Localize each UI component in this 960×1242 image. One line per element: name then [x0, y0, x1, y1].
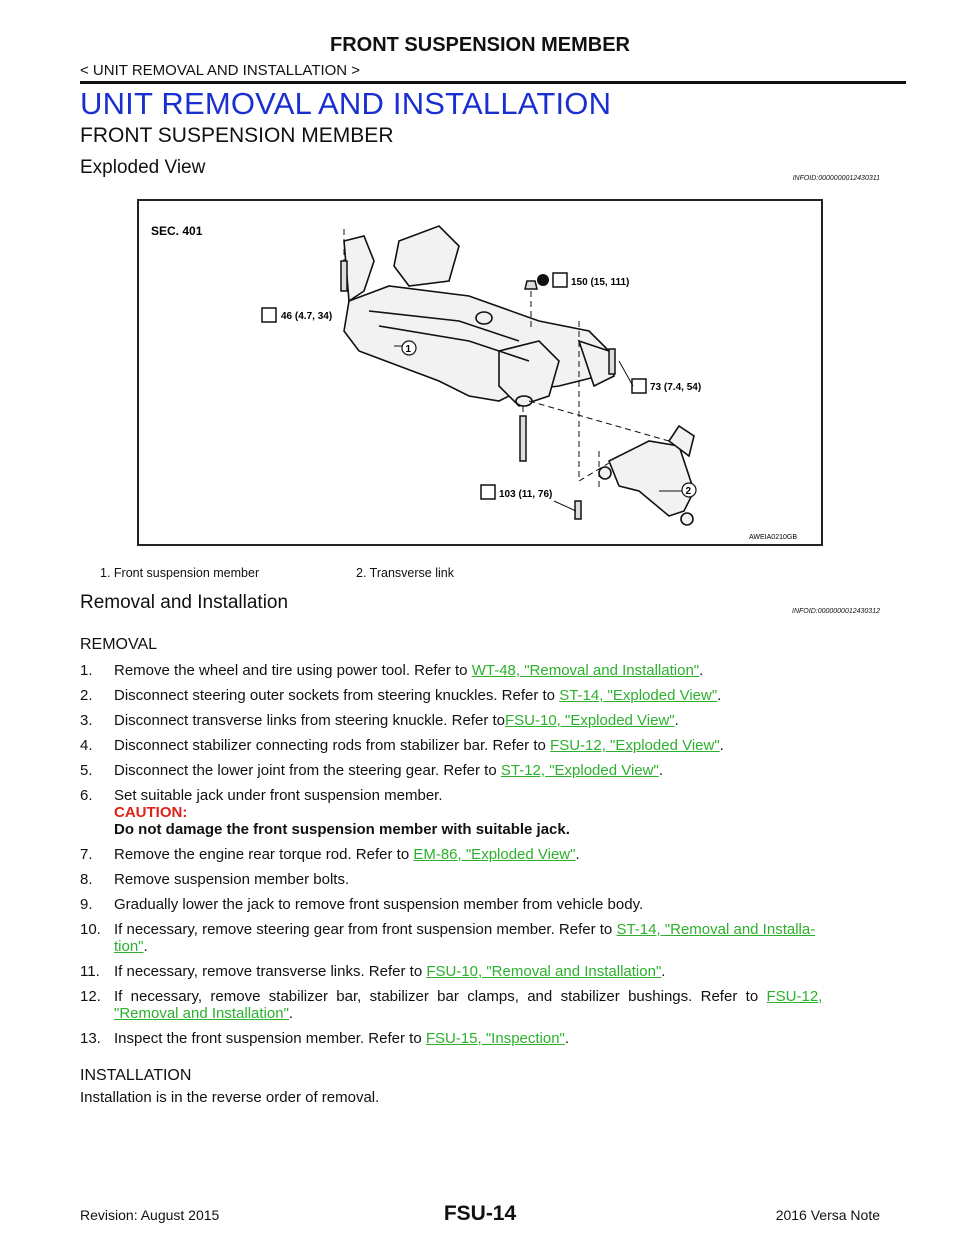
- page-number: FSU-14: [443, 1202, 517, 1225]
- step-number: 12.: [80, 988, 101, 1005]
- part-callout-1: 1: [394, 340, 417, 356]
- step-end: .: [564, 1030, 570, 1047]
- footer-revision: Revision: August 2015: [80, 1207, 220, 1223]
- step-link[interactable]: ST-12, "Exploded View": [500, 762, 659, 779]
- step-text: Disconnect stabilizer connecting rods fr…: [114, 737, 551, 754]
- step-number: 6.: [80, 787, 93, 804]
- step-end: .: [717, 687, 722, 704]
- step-link[interactable]: FSU-12,: [766, 988, 823, 1005]
- step-end: .: [719, 737, 724, 754]
- step-text: Disconnect the lower joint from the stee…: [114, 762, 501, 779]
- step-number: 7.: [80, 846, 93, 863]
- step-link[interactable]: FSU-15, "Inspection": [425, 1030, 565, 1047]
- step-end: .: [288, 1005, 294, 1022]
- torque-callout-2: 46 (4.7, 34): [261, 307, 332, 323]
- guide-lines: [343, 229, 670, 491]
- transverse-link-drawing: [598, 424, 695, 526]
- step-text: Set suitable jack under front suspension…: [114, 787, 443, 804]
- exploded-view-figure: SEC. 401: [137, 199, 823, 546]
- page-header-title: FRONT SUSPENSION MEMBER: [329, 34, 631, 56]
- step-end: .: [699, 662, 704, 679]
- step-number: 11.: [80, 963, 100, 980]
- step-text: If necessary, remove transverse links. R…: [114, 963, 427, 980]
- step-text: If necessary, remove stabilizer bar, sta…: [114, 988, 767, 1005]
- step-text: Disconnect steering outer sockets from s…: [114, 687, 560, 704]
- step-end: .: [661, 963, 666, 980]
- caution-text: Do not damage the front suspension membe…: [114, 821, 570, 838]
- step-end: .: [575, 846, 580, 863]
- header-rule: [80, 81, 906, 84]
- caption-2: 2. Transverse link: [356, 566, 454, 580]
- torque-label-4: 103 (11, 76): [499, 489, 552, 500]
- step-number: 3.: [80, 712, 93, 729]
- step-number: 13.: [80, 1030, 101, 1047]
- step-link[interactable]: WT-48, "Removal and Installation": [471, 662, 700, 679]
- step-link[interactable]: FSU-10, "Removal and Installation": [426, 963, 662, 980]
- step-link[interactable]: EM-86, "Exploded View": [413, 846, 576, 863]
- step-text: Remove the wheel and tire using power to…: [114, 662, 472, 679]
- breadcrumb: < UNIT REMOVAL AND INSTALLATION >: [80, 62, 361, 79]
- exploded-view-heading: Exploded View: [80, 157, 206, 178]
- step-text: Gradually lower the jack to remove front…: [114, 896, 644, 913]
- torque-callout-4: 103 (11, 76): [480, 484, 577, 512]
- step-text: Remove suspension member bolts.: [114, 871, 350, 888]
- installation-text: Installation is in the reverse order of …: [80, 1089, 380, 1106]
- step-link[interactable]: ST-14, "Removal and Installa-: [616, 921, 816, 938]
- installation-heading: INSTALLATION: [80, 1067, 192, 1084]
- step-number: 4.: [80, 737, 93, 754]
- step-number: 5.: [80, 762, 93, 779]
- step-end: .: [674, 712, 679, 729]
- caution-label: CAUTION:: [114, 804, 188, 821]
- footer-model: 2016 Versa Note: [775, 1207, 880, 1223]
- step-end: .: [658, 762, 663, 779]
- step-text: If necessary, remove steering gear from …: [114, 921, 617, 938]
- subsection-title: FRONT SUSPENSION MEMBER: [80, 124, 394, 147]
- suspension-member-drawing: [343, 225, 615, 407]
- step-link[interactable]: ST-14, "Exploded View": [559, 687, 718, 704]
- part-callout-2: 2: [659, 482, 697, 498]
- sec-label: SEC. 401: [151, 224, 203, 238]
- torque-callout-1: 150 (15, 111): [537, 272, 629, 288]
- step-text: Disconnect transverse links from steerin…: [114, 712, 505, 729]
- figure-code: AWEIA0210GB: [749, 534, 797, 541]
- torque-label-2: 46 (4.7, 34): [281, 311, 332, 322]
- step-link[interactable]: FSU-10, "Exploded View": [505, 712, 675, 729]
- removal-heading: REMOVAL: [80, 636, 158, 653]
- torque-label-1: 150 (15, 111): [571, 277, 629, 288]
- step-number: 8.: [80, 871, 93, 888]
- step-number: 2.: [80, 687, 93, 704]
- caption-1: 1. Front suspension member: [100, 566, 260, 580]
- step-text: Remove the engine rear torque rod. Refer…: [114, 846, 414, 863]
- step-link-continued[interactable]: "Removal and Installation": [114, 1005, 289, 1022]
- removal-infoid: INFOID:0000000012430312: [792, 608, 880, 615]
- exploded-infoid: INFOID:0000000012430311: [792, 175, 880, 182]
- removal-installation-heading: Removal and Installation: [80, 592, 289, 613]
- torque-callout-3: 73 (7.4, 54): [618, 360, 701, 394]
- torque-label-3: 73 (7.4, 54): [650, 382, 701, 393]
- step-text: Inspect the front suspension member. Ref…: [114, 1030, 426, 1047]
- step-end: .: [143, 938, 148, 955]
- suspension-diagram: SEC. 401: [151, 224, 797, 541]
- part-label-2: 2: [686, 486, 692, 497]
- section-title: UNIT REMOVAL AND INSTALLATION: [80, 86, 612, 121]
- step-number: 10.: [80, 921, 101, 938]
- step-number: 9.: [80, 896, 93, 913]
- step-number: 1.: [80, 662, 93, 679]
- bolts: [340, 260, 616, 520]
- part-label-1: 1: [406, 344, 412, 355]
- step-link-continued[interactable]: tion": [114, 938, 144, 955]
- step-link[interactable]: FSU-12, "Exploded View": [550, 737, 720, 754]
